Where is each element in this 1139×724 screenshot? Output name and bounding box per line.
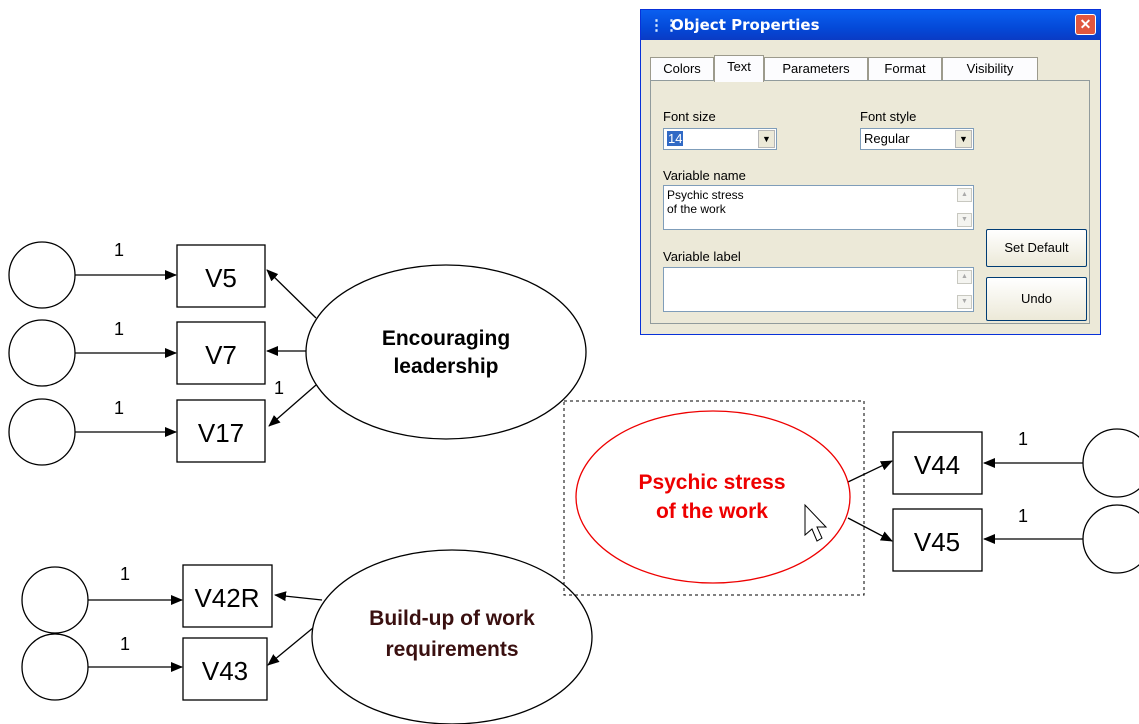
path-label: 1: [114, 240, 124, 260]
observed-variable-label: V45: [914, 527, 960, 557]
undo-button[interactable]: Undo: [986, 277, 1087, 321]
error-circle[interactable]: [1082, 504, 1139, 574]
latent-variable-label: of the work: [656, 500, 768, 523]
error-circle[interactable]: [21, 633, 89, 701]
latent-variable-ellipse-selected[interactable]: [575, 410, 851, 584]
tab-colors[interactable]: Colors: [650, 57, 714, 81]
observed-variable-label: V44: [914, 450, 960, 480]
tab-text[interactable]: Text: [714, 55, 764, 82]
set-default-button[interactable]: Set Default: [986, 229, 1087, 267]
path-label: 1: [120, 634, 130, 654]
chevron-down-icon[interactable]: ▼: [955, 130, 972, 148]
latent-variable-ellipse[interactable]: [311, 549, 593, 724]
observed-variable-label: V42R: [194, 583, 259, 613]
observed-variable-box[interactable]: [176, 321, 266, 385]
dialog-titlebar[interactable]: ⋮⋮ Object Properties ✕: [641, 10, 1100, 40]
path-label: 1: [114, 398, 124, 418]
scroll-down-icon[interactable]: ▼: [957, 295, 972, 309]
path-arrow[interactable]: [847, 460, 893, 483]
path-arrow[interactable]: [274, 591, 323, 602]
app-icon: ⋮⋮: [649, 17, 679, 34]
mouse-cursor-icon: [804, 503, 828, 542]
font-size-label: Font size: [663, 109, 716, 124]
latent-variable-label: Encouraging: [382, 327, 510, 350]
observed-variable-label: V7: [205, 340, 237, 370]
observed-variable-box[interactable]: [182, 637, 268, 701]
observed-variable-box[interactable]: [892, 508, 983, 572]
observed-variable-box[interactable]: [892, 431, 983, 495]
tab-visibility[interactable]: Visibility: [942, 57, 1038, 81]
object-properties-dialog: ⋮⋮ Object Properties ✕ Colors Text Param…: [640, 9, 1101, 335]
observed-variable-label: V17: [198, 418, 244, 448]
dialog-title: Object Properties: [671, 16, 820, 34]
latent-variable-label: Build-up of work: [369, 607, 535, 630]
font-size-value: 14: [667, 131, 684, 146]
variable-name-field[interactable]: Psychic stress of the work ▲ ▼: [663, 185, 974, 230]
variable-name-value: Psychic stress of the work: [667, 188, 744, 216]
observed-variable-label: V43: [202, 656, 248, 686]
error-circle[interactable]: [21, 566, 89, 634]
font-style-label: Font style: [860, 109, 917, 124]
latent-variable-label: Psychic stress: [638, 471, 785, 494]
tab-parameters[interactable]: Parameters: [764, 57, 868, 81]
path-label: 1: [1018, 506, 1028, 526]
observed-variable-box[interactable]: [176, 244, 266, 308]
scroll-up-icon[interactable]: ▲: [957, 270, 972, 284]
path-label: 1: [274, 378, 284, 398]
observed-variable-label: V5: [205, 263, 237, 293]
scroll-up-icon[interactable]: ▲: [957, 188, 972, 202]
latent-variable-ellipse[interactable]: [305, 264, 587, 440]
error-circle[interactable]: [8, 241, 76, 309]
path-label: 1: [1018, 429, 1028, 449]
latent-variable-label: leadership: [393, 355, 498, 378]
variable-name-label: Variable name: [663, 168, 746, 183]
path-label: 1: [120, 564, 130, 584]
observed-variable-box[interactable]: [176, 399, 266, 463]
path-arrow[interactable]: [266, 269, 317, 319]
chevron-down-icon[interactable]: ▼: [758, 130, 775, 148]
variable-label-field[interactable]: ▲ ▼: [663, 267, 974, 312]
error-circle[interactable]: [1082, 428, 1139, 498]
font-size-select[interactable]: 14 ▼: [663, 128, 777, 150]
path-label: 1: [114, 319, 124, 339]
path-arrow[interactable]: [268, 384, 317, 427]
variable-label-label: Variable label: [663, 249, 741, 264]
font-style-select[interactable]: Regular ▼: [860, 128, 974, 150]
latent-variable-label: requirements: [385, 638, 518, 661]
tab-format[interactable]: Format: [868, 57, 942, 81]
observed-variable-box[interactable]: [182, 564, 273, 628]
close-icon[interactable]: ✕: [1075, 14, 1096, 35]
font-style-value: Regular: [864, 131, 910, 146]
selection-box[interactable]: [563, 400, 865, 596]
error-circle[interactable]: [8, 398, 76, 466]
scroll-down-icon[interactable]: ▼: [957, 213, 972, 227]
path-arrow[interactable]: [847, 517, 893, 542]
error-circle[interactable]: [8, 319, 76, 387]
